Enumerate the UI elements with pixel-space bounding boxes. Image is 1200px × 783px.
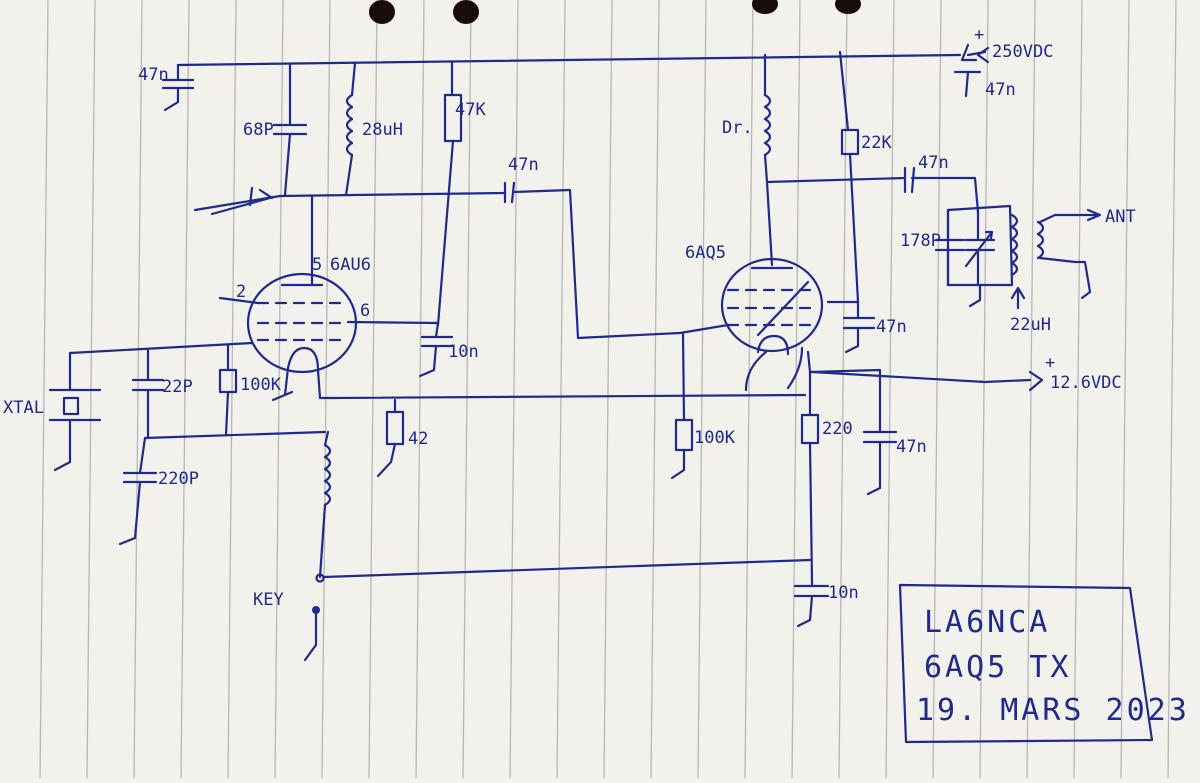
title-block: LA6NCA 6AQ5 TX 19. MARS 2023 [898, 583, 1190, 744]
label-heater-sign: + [1045, 353, 1055, 373]
title-date: 19. MARS 2023 [916, 693, 1190, 728]
label-c-47n-supply: 47n [985, 80, 1016, 100]
label-r-220: 220 [822, 419, 853, 439]
label-c-10n-key: 10n [828, 583, 859, 603]
label-l-28uh: 28uH [362, 120, 403, 140]
label-c-178p: 178P [900, 231, 941, 251]
label-xtal: XTAL [3, 398, 44, 418]
label-ant: ANT [1105, 207, 1136, 227]
label-r-42: 42 [408, 429, 428, 449]
label-choke-dr: Dr. [722, 118, 753, 138]
label-b-plus: 250VDC [992, 42, 1053, 62]
label-c-22p: 22P [162, 377, 193, 397]
label-c-47n-out: 47n [918, 153, 949, 173]
component-labels: 47n 68P 28uH 47K 47n 5 6AU6 2 6 10n XTAL… [3, 25, 1136, 610]
label-tube1-pin5: 5 [312, 255, 322, 275]
label-tube2: 6AQ5 [685, 243, 726, 263]
label-l-22uh: 22uH [1010, 315, 1051, 335]
label-r-100k-grid2: 100K [694, 428, 736, 448]
label-tube1-pin6: 6 [360, 301, 370, 321]
label-c-10n-screen: 10n [448, 342, 479, 362]
label-c-47n-cathode: 47n [896, 437, 927, 457]
label-c-220p: 220P [158, 469, 199, 489]
label-c-68p: 68P [243, 120, 274, 140]
label-tube1-pin2: 2 [236, 282, 246, 302]
paper-ruling [39, 0, 1177, 779]
label-r-22k: 22K [861, 133, 892, 153]
label-c-top-left: 47n [138, 65, 169, 85]
label-c-47n-screen2: 47n [876, 317, 907, 337]
label-heater-supply: 12.6VDC [1050, 373, 1122, 393]
label-r-100k-grid1: 100K [240, 375, 282, 395]
label-tube1: 6AU6 [330, 255, 371, 275]
label-c-coupling: 47n [508, 155, 539, 175]
label-b-plus-sign: + [974, 25, 984, 45]
label-key: KEY [253, 590, 284, 610]
label-r-47k: 47K [455, 100, 486, 120]
title-callsign: LA6NCA [924, 605, 1050, 640]
punch-holes [369, 0, 861, 24]
title-project: 6AQ5 TX [924, 650, 1071, 685]
schematic-wiring [48, 43, 1102, 662]
